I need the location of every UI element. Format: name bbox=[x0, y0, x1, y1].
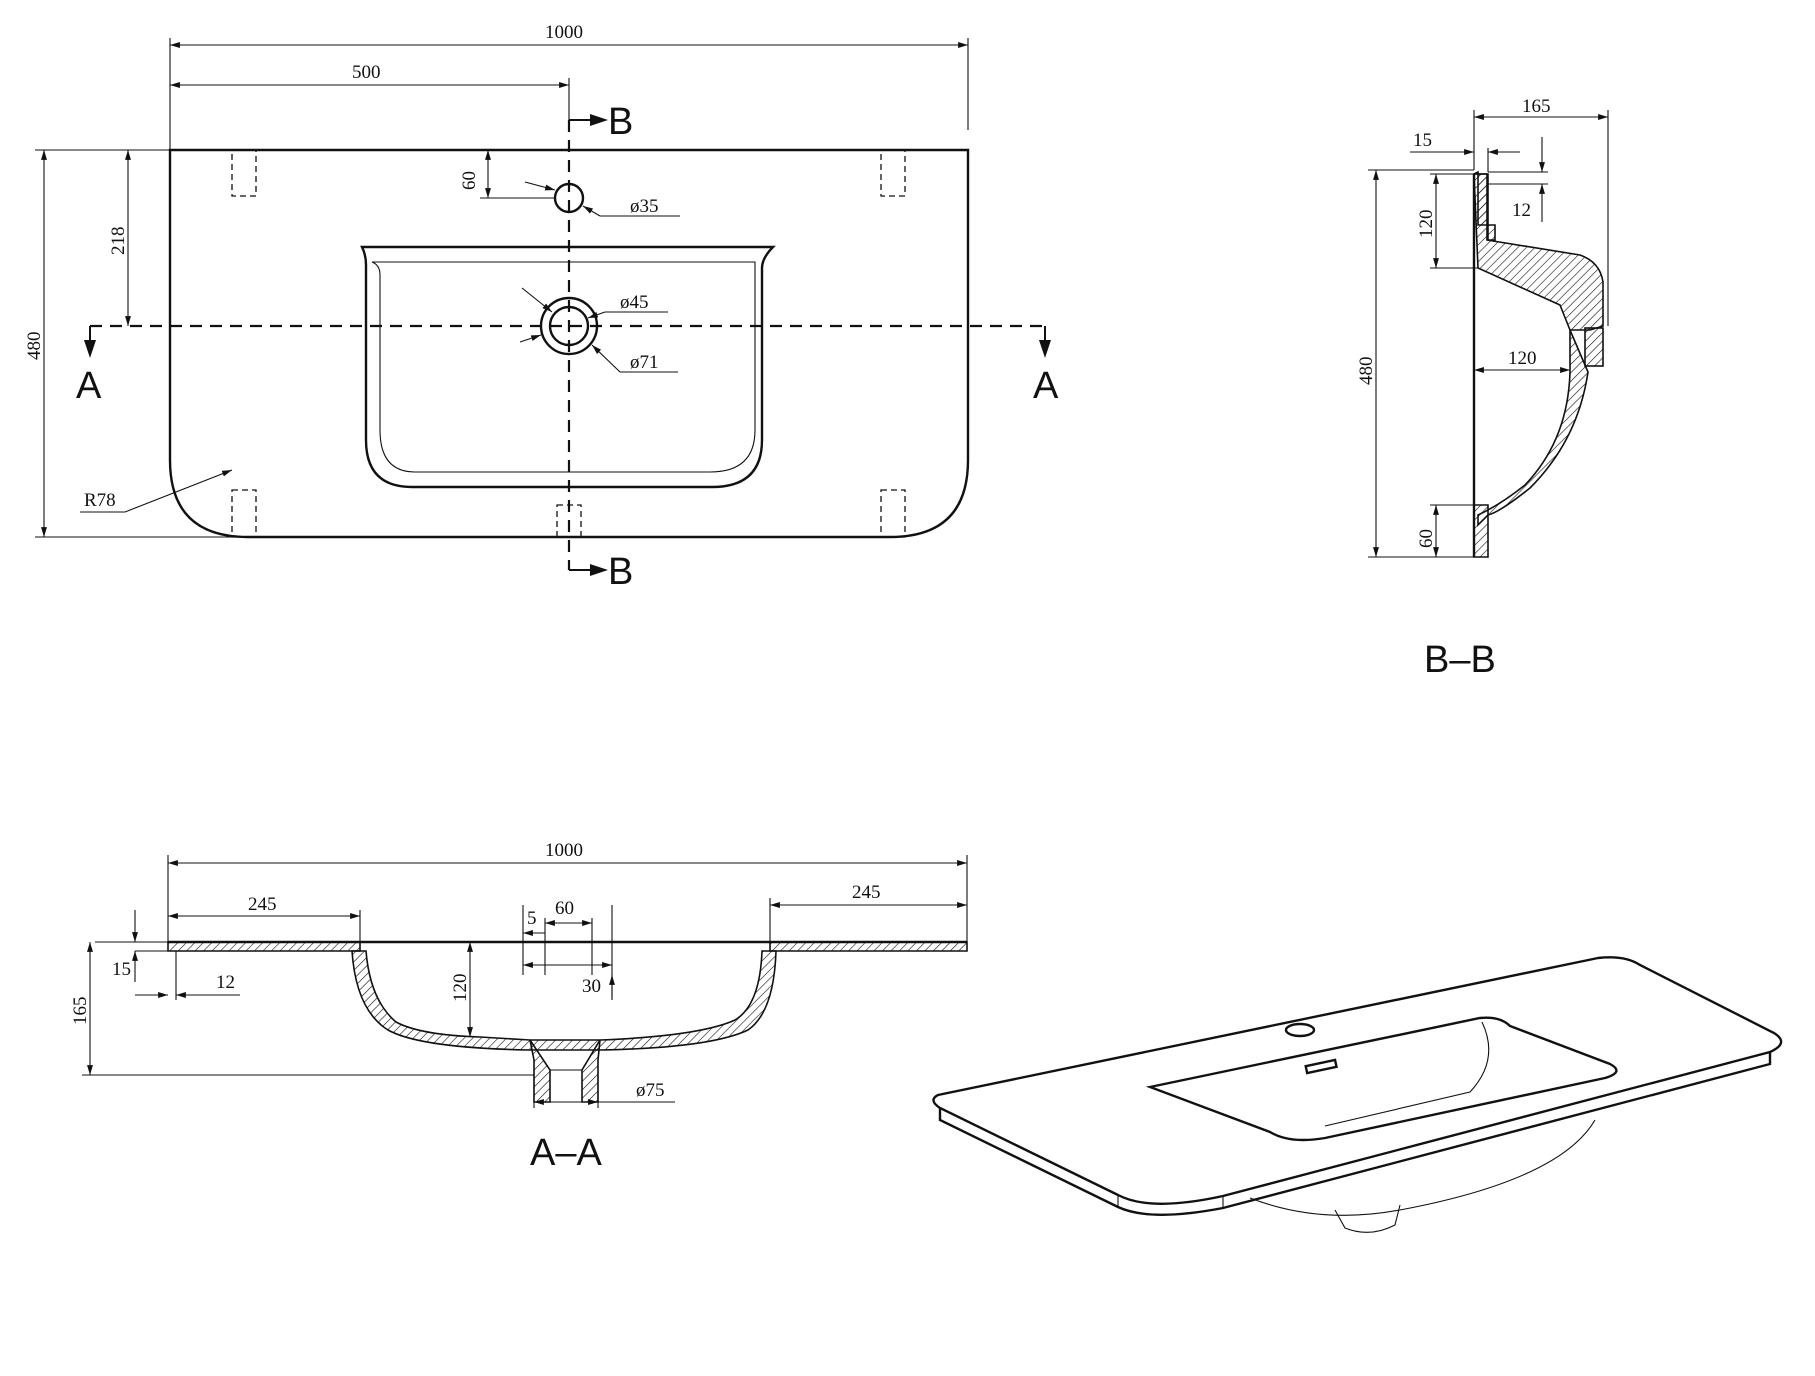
bb-dim-front: 60 bbox=[1416, 529, 1437, 548]
aa-dim-left-deck: 245 bbox=[248, 894, 277, 915]
aa-dim-drain-dia: ø75 bbox=[636, 1080, 665, 1101]
perspective-view bbox=[932, 956, 1783, 1233]
aa-dim-hole-span: 60 bbox=[555, 898, 574, 919]
dim-top-width: 1000 bbox=[545, 22, 583, 43]
drain-outer bbox=[539, 296, 599, 356]
aa-dim-total: 165 bbox=[70, 997, 91, 1026]
aa-dim-right-deck: 245 bbox=[852, 882, 881, 903]
persp-top-surface bbox=[932, 956, 1783, 1205]
top-view: A A B B 1000 500 480 218 60 bbox=[24, 22, 1059, 593]
aa-title: A–A bbox=[530, 1132, 602, 1174]
section-a-left-label: A bbox=[76, 365, 102, 407]
bb-drain-stub bbox=[1584, 327, 1604, 367]
bb-title: B–B bbox=[1424, 639, 1496, 681]
persp-drain-under bbox=[1334, 1204, 1401, 1233]
section-aa: 1000 245 245 5 60 30 120 15 12 bbox=[70, 840, 968, 1174]
aa-dim-lip: 12 bbox=[216, 972, 235, 993]
bb-upper-body bbox=[1473, 173, 1604, 331]
section-b-bottom-label: B bbox=[608, 551, 633, 593]
bowl-outline bbox=[360, 245, 776, 489]
aa-dim-top-thickness: 15 bbox=[112, 959, 131, 980]
bb-dim-depth: 480 bbox=[1356, 357, 1377, 386]
aa-bowl-shell bbox=[351, 950, 777, 1051]
aa-dim-width: 1000 bbox=[545, 840, 583, 861]
section-a-right-label: A bbox=[1033, 365, 1059, 407]
aa-dim-bowl: 120 bbox=[450, 974, 471, 1003]
aa-left-deck bbox=[167, 941, 361, 952]
dim-drain-outer-dia: ø71 bbox=[630, 352, 659, 373]
bb-dim-total: 165 bbox=[1522, 96, 1551, 117]
dim-depth: 480 bbox=[24, 332, 45, 361]
bb-dim-back-height: 120 bbox=[1416, 210, 1437, 239]
aa-right-deck bbox=[769, 941, 968, 952]
persp-bowl-inner bbox=[1324, 1021, 1490, 1127]
dim-tap-offset: 60 bbox=[459, 171, 480, 190]
dim-drain-dia: ø45 bbox=[620, 292, 649, 313]
dim-corner-radius: R78 bbox=[84, 490, 116, 511]
bb-dim-lip: 12 bbox=[1512, 200, 1531, 221]
mount-bracket-3 bbox=[231, 489, 257, 538]
section-b-top-label: B bbox=[608, 101, 633, 143]
bb-dim-top-thickness: 15 bbox=[1413, 130, 1432, 151]
bb-dim-bowl: 120 bbox=[1508, 348, 1537, 369]
mount-bracket-4 bbox=[880, 489, 906, 538]
aa-dim-hole-offset: 5 bbox=[527, 908, 537, 929]
bowl-inner-outline bbox=[371, 261, 756, 473]
aa-dim-hole-depth: 30 bbox=[582, 976, 601, 997]
persp-overflow-slot bbox=[1304, 1058, 1338, 1075]
drain-inner bbox=[548, 305, 590, 347]
persp-bowl bbox=[1145, 1016, 1618, 1142]
mount-bracket-2 bbox=[880, 149, 906, 197]
dim-drain-offset: 218 bbox=[108, 227, 129, 256]
dim-tap-dia: ø35 bbox=[630, 196, 659, 217]
dim-half-width: 500 bbox=[352, 62, 381, 83]
persp-tap-hole bbox=[1284, 1022, 1316, 1038]
bb-front-lip bbox=[1473, 504, 1489, 558]
persp-bowl-under bbox=[1249, 1119, 1596, 1216]
mount-bracket-1 bbox=[231, 149, 257, 197]
section-bb: 165 15 12 120 480 120 60 B–B bbox=[1356, 96, 1609, 681]
persp-front-edge bbox=[938, 1052, 1772, 1216]
